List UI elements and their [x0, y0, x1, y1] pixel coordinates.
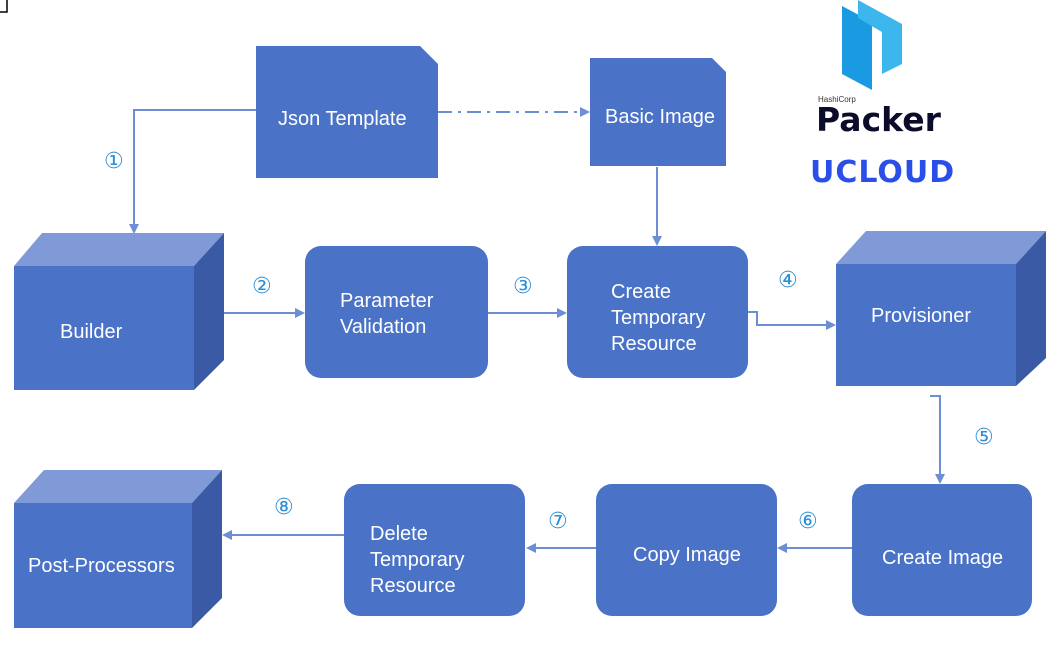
- node-label: Builder: [60, 321, 123, 343]
- cube-side: [192, 470, 222, 628]
- node-label: Create Image: [882, 547, 1003, 569]
- cube-side: [194, 233, 224, 390]
- rounded-box: [596, 484, 777, 616]
- node-parameter-validation: Parameter Validation: [305, 246, 488, 378]
- node-label-line-1: Delete: [370, 523, 428, 545]
- cube-front: [14, 266, 194, 390]
- step-label-5: ⑤: [974, 425, 994, 450]
- node-label: Parameter Validation: [340, 290, 439, 338]
- step-label-2: ②: [252, 274, 272, 299]
- node-json-template: Json Template: [256, 46, 438, 178]
- cube-front: [836, 264, 1016, 386]
- node-label-line-3: Resource: [611, 333, 697, 355]
- node-label-line-2: Temporary: [611, 307, 705, 329]
- node-basic-image: Basic Image: [590, 58, 726, 166]
- node-create-temporary-resource: Create Temporary Resource: [567, 246, 748, 378]
- node-label: Json Template: [278, 108, 407, 130]
- node-create-image: Create Image: [852, 484, 1032, 616]
- step-label-1: ①: [104, 149, 124, 174]
- node-copy-image: Copy Image: [596, 484, 777, 616]
- step-labels: ① ② ③ ④ ⑤ ⑥ ⑦ ⑧: [104, 149, 994, 534]
- step-label-8: ⑧: [274, 495, 294, 520]
- node-label: Create Temporary Resource: [611, 281, 711, 355]
- node-label-line-3: Resource: [370, 575, 456, 597]
- hashicorp-label: HashiCorp: [818, 95, 856, 104]
- node-label: Copy Image: [633, 544, 741, 566]
- node-builder: Builder: [14, 233, 224, 390]
- cube-top: [14, 470, 222, 503]
- step-label-6: ⑥: [798, 509, 818, 534]
- rounded-box: [305, 246, 488, 378]
- arrow-provisioner-to-create-image: [930, 395, 945, 484]
- node-label: Provisioner: [871, 305, 971, 327]
- node-label: Basic Image: [605, 106, 715, 128]
- packer-logo: HashiCorp Packer: [816, 0, 942, 139]
- node-post-processors: Post-Processors: [14, 470, 222, 628]
- step-label-7: ⑦: [548, 509, 568, 534]
- step-label-4: ④: [778, 268, 798, 293]
- ucloud-logo: UCLOUD: [810, 155, 955, 190]
- node-label-line-2: Temporary: [370, 549, 464, 571]
- corner-mark: [0, 0, 8, 13]
- node-label: Delete Temporary Resource: [370, 523, 470, 597]
- node-label: Post-Processors: [28, 555, 175, 577]
- packer-wordmark: Packer: [816, 100, 942, 139]
- node-label-line-1: Create: [611, 281, 671, 303]
- ucloud-wordmark: UCLOUD: [810, 155, 955, 190]
- document-shape: [256, 46, 438, 178]
- node-label-line-2: Validation: [340, 316, 426, 338]
- packer-logo-icon: [842, 0, 902, 90]
- cube-front: [14, 503, 192, 628]
- cube-top: [14, 233, 224, 266]
- rounded-box: [344, 484, 525, 616]
- node-delete-temporary-resource: Delete Temporary Resource: [344, 484, 525, 616]
- cube-top: [836, 231, 1046, 264]
- connectors: [129, 107, 945, 553]
- arrow-template-to-builder: [129, 109, 258, 234]
- rounded-box: [567, 246, 748, 378]
- rounded-box: [852, 484, 1032, 616]
- document-shape: [590, 58, 726, 166]
- cube-side: [1016, 231, 1046, 386]
- arrow-create-temp-to-provisioner: [748, 311, 836, 330]
- step-label-3: ③: [513, 274, 533, 299]
- node-label-line-1: Parameter: [340, 290, 434, 312]
- node-provisioner: Provisioner: [836, 231, 1046, 386]
